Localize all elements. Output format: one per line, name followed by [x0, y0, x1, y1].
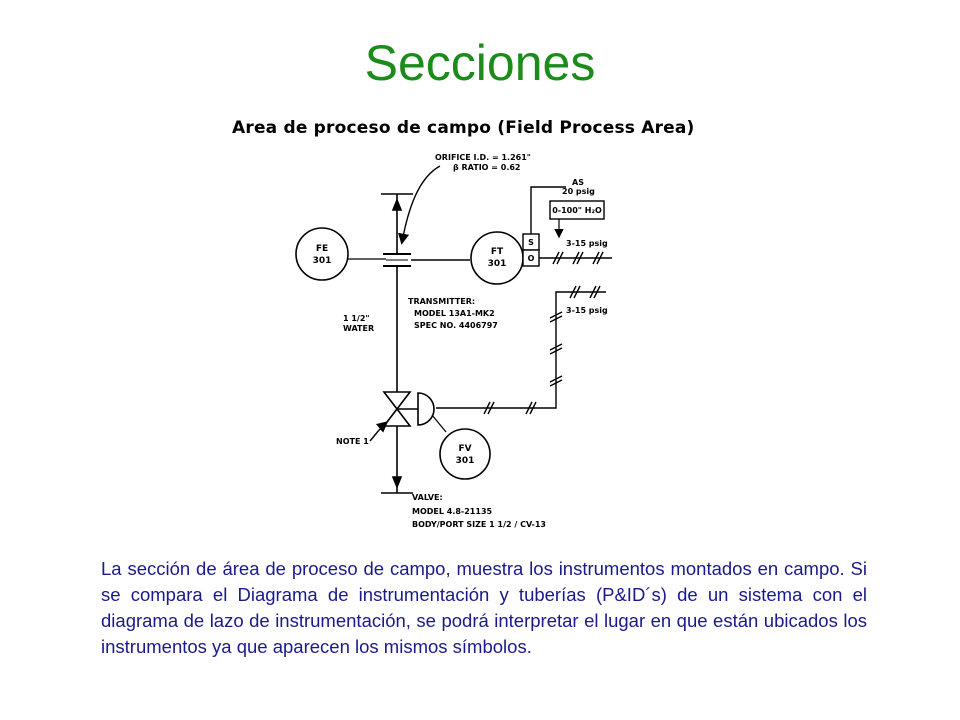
diagram-title: Area de proceso de campo (Field Process …: [232, 118, 695, 138]
output-signal-line: [539, 251, 612, 265]
range-label: 0-100" H₂O: [552, 206, 602, 215]
fv-connection-line: [431, 414, 447, 433]
orifice-plate-symbol: [383, 253, 411, 267]
air-supply-label: AS: [572, 178, 584, 187]
valve-body-size: BODY/PORT SIZE 1 1/2 / CV-13: [412, 520, 546, 529]
fv-number: 301: [456, 456, 475, 466]
fe-number: 301: [313, 256, 332, 266]
orifice-arrow: [398, 165, 441, 245]
beta-ratio-label: β RATIO = 0.62: [453, 163, 521, 172]
ft-tag: FT: [491, 247, 504, 257]
signal-upper-label: 3-15 psig: [566, 239, 608, 248]
fe-tag: FE: [316, 244, 328, 254]
ft-instrument-bubble: FT 301: [470, 231, 524, 285]
slide-body-text: La sección de área de proceso de campo, …: [101, 558, 867, 657]
signal-lower-label: 3-15 psig: [566, 306, 608, 315]
air-supply-pressure: 20 psig: [562, 187, 595, 196]
valve-label: VALVE:: [412, 493, 443, 502]
valve-model: MODEL 4.8-21135: [412, 507, 493, 516]
ft-number: 301: [488, 259, 507, 269]
port-o-label: O: [528, 254, 535, 263]
orifice-id-label: ORIFICE I.D. = 1.261": [435, 153, 531, 162]
process-pipe: [381, 193, 413, 494]
fv-instrument-bubble: FV 301: [439, 428, 491, 480]
transmitter-label: TRANSMITTER:: [408, 297, 475, 306]
ft-ports: S O: [522, 233, 540, 267]
note-arrow: [369, 421, 389, 442]
fv-tag: FV: [458, 444, 471, 454]
port-s-label: S: [528, 238, 534, 247]
pipe-size-label: 1 1/2": [343, 314, 370, 323]
transmitter-model: MODEL 13A1-MK2: [414, 309, 495, 318]
valve-signal-line: [436, 285, 606, 415]
pipe-fluid-label: WATER: [343, 324, 374, 333]
note-label: NOTE 1: [336, 437, 369, 446]
slide-title: Secciones: [364, 35, 596, 91]
air-supply-line: [530, 186, 566, 234]
control-valve-symbol: [382, 391, 435, 427]
fe-instrument-bubble: FE 301: [295, 227, 349, 281]
transmitter-spec: SPEC NO. 4406797: [414, 321, 498, 330]
range-box: 0-100" H₂O: [549, 200, 605, 220]
